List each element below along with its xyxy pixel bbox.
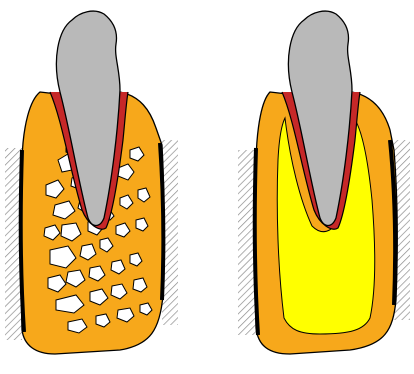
right-panel [238, 11, 410, 354]
left-panel [5, 11, 178, 354]
